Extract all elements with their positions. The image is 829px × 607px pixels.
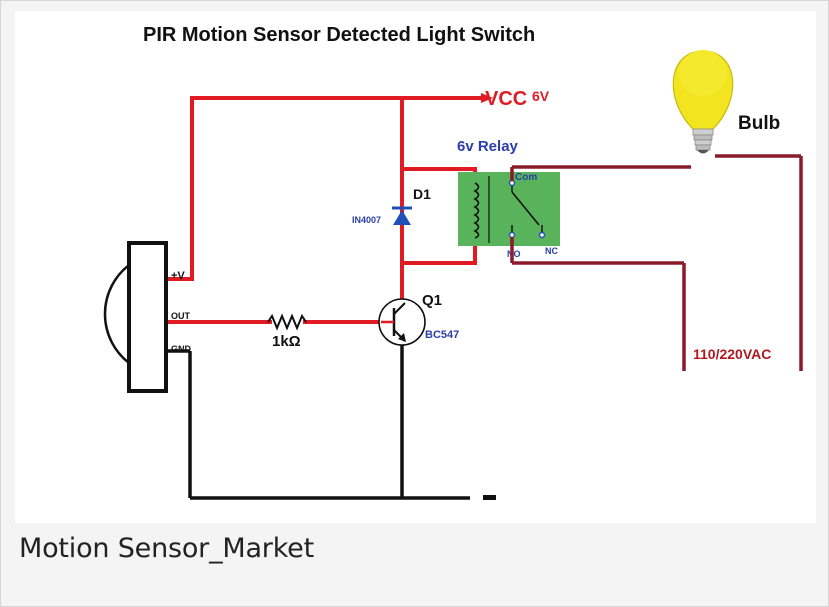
pir-pin-vplus: +V: [171, 270, 185, 282]
bulb-label: Bulb: [738, 113, 780, 134]
ac-supply-label: 110/220VAC: [693, 346, 771, 362]
pir-pin-gnd: GND: [171, 344, 192, 354]
diode-ref: D1: [413, 186, 431, 202]
transistor-ref: Q1: [422, 292, 442, 309]
power-wires: [165, 96, 487, 324]
diode-icon: [392, 206, 412, 225]
ac-wires: [510, 154, 803, 371]
image-caption: Motion Sensor_Market: [19, 533, 314, 564]
relay-nc-label: NC: [545, 246, 558, 256]
relay-label: 6v Relay: [457, 138, 519, 155]
vcc-label: VCC: [485, 88, 527, 110]
npn-transistor-icon: [378, 298, 426, 346]
resistor-icon: [267, 313, 307, 331]
diagram-title: PIR Motion Sensor Detected Light Switch: [143, 24, 535, 46]
transistor-part: BC547: [425, 329, 459, 341]
light-bulb-icon: [672, 50, 734, 154]
relay-com-label: Com: [515, 172, 537, 183]
diode-part: IN4007: [352, 215, 381, 225]
circuit-diagram: PIR Motion Sensor Detected Light Switch: [15, 11, 816, 523]
resistor-value: 1kΩ: [272, 333, 301, 350]
relay-icon: [458, 172, 560, 246]
pir-sensor-icon: [103, 241, 168, 393]
ground-terminal-icon: [483, 495, 496, 500]
ground-wires: [167, 341, 470, 500]
pir-pin-out: OUT: [171, 311, 191, 321]
vcc-arrow-icon: [481, 93, 493, 103]
vcc-value: 6V: [532, 88, 550, 104]
